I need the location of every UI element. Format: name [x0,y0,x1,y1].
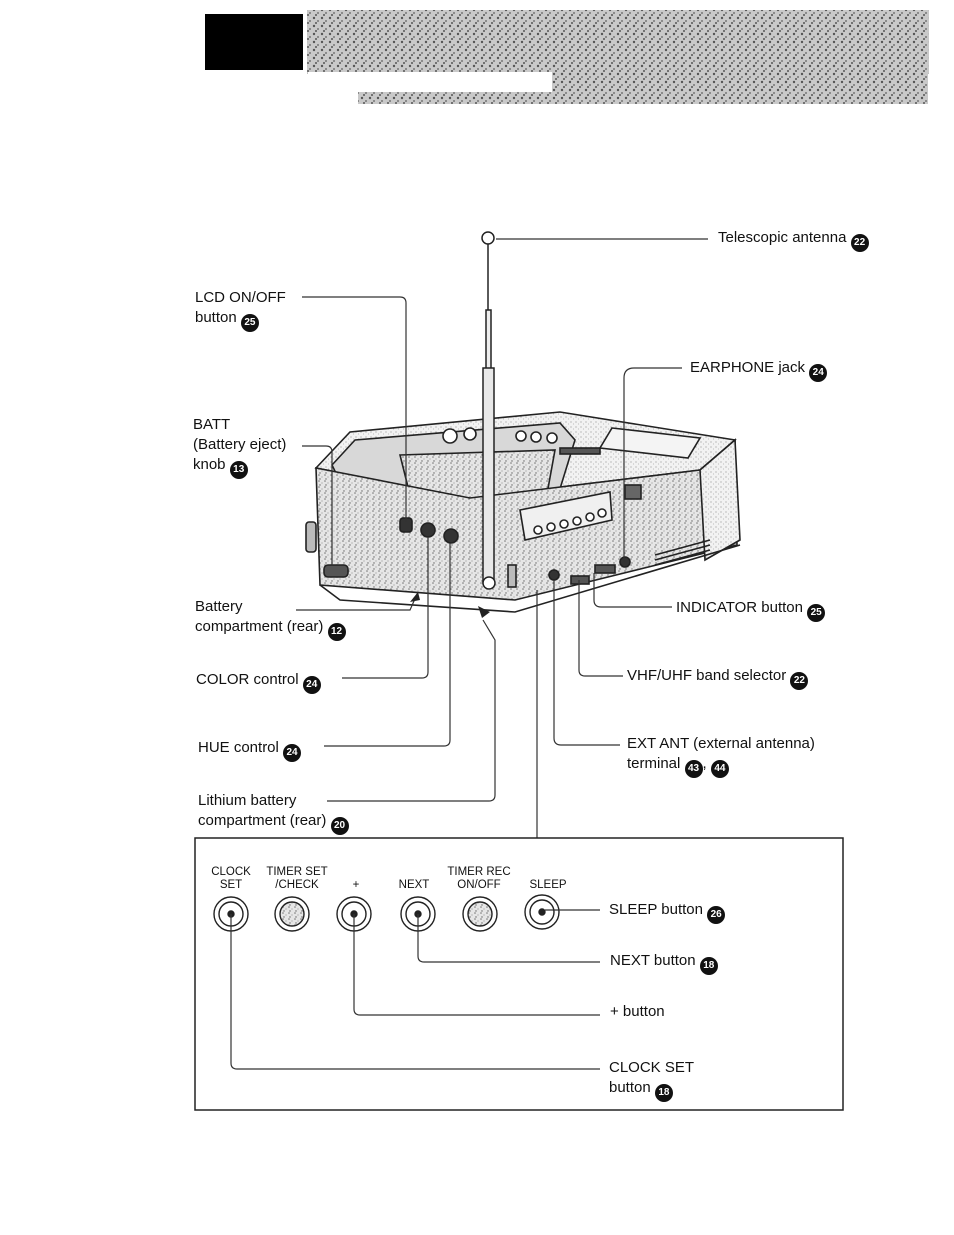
vhf-uhf-label: VHF/UHF band selector 22 [627,666,809,690]
timer-set-caption: TIMER SET /CHECK [266,866,328,891]
tv-device [305,411,741,613]
sleep-caption: SLEEP [529,879,567,891]
clock-set-caption: CLOCK SET [211,866,251,891]
ref-badge: 26 [707,906,726,924]
telescopic-antenna-label: Telescopic antenna 22 [718,228,869,252]
panel-buttons [213,894,560,932]
panel-leaders [230,909,600,1070]
leader-lines [296,238,708,838]
battery-compartment-label: Battery compartment (rear) 12 [195,597,346,641]
indicator-button-label: INDICATOR button 25 [676,598,826,622]
sleep-button-label: SLEEP button 26 [609,900,726,924]
ref-badge: 24 [302,676,321,694]
ref-badge: 20 [330,817,349,835]
next-button-label: NEXT button 18 [610,951,718,975]
telescopic-antenna [481,231,496,590]
lithium-battery-label: Lithium battery compartment (rear) 20 [198,791,349,835]
hue-control-label: HUE control 24 [198,738,302,762]
timer-rec-caption: TIMER REC ON/OFF [447,866,511,891]
plus-button-label: + button [610,1003,665,1020]
ref-badge: 44 [710,760,729,778]
button-panel-box [194,837,844,1111]
next-caption: NEXT [398,879,430,891]
ref-badge: 43 [684,760,703,778]
earphone-jack-label: EARPHONE jack 24 [690,358,828,382]
ref-badge: 22 [790,672,809,690]
plus-caption: + [352,879,360,891]
lithium-arrow [478,606,490,618]
ref-badge: 24 [809,364,828,382]
ext-ant-label: EXT ANT (external antenna) terminal 43, … [627,734,815,778]
ref-badge: 18 [699,957,718,975]
lcd-on-off-label: LCD ON/OFF button 25 [195,288,286,332]
ref-badge: 25 [240,314,259,332]
ref-badge: 25 [807,604,826,622]
section-header [205,10,929,104]
battery-arrow [410,592,420,602]
ref-badge: 22 [850,234,869,252]
ref-badge: 13 [229,461,248,479]
ref-badge: 24 [283,744,302,762]
ref-badge: 12 [327,623,346,641]
color-control-label: COLOR control 24 [196,670,321,694]
clock-set-button-label: CLOCK SET button 18 [609,1058,694,1102]
ref-badge: 18 [654,1084,673,1102]
batt-knob-label: BATT (Battery eject) knob 13 [193,415,286,479]
